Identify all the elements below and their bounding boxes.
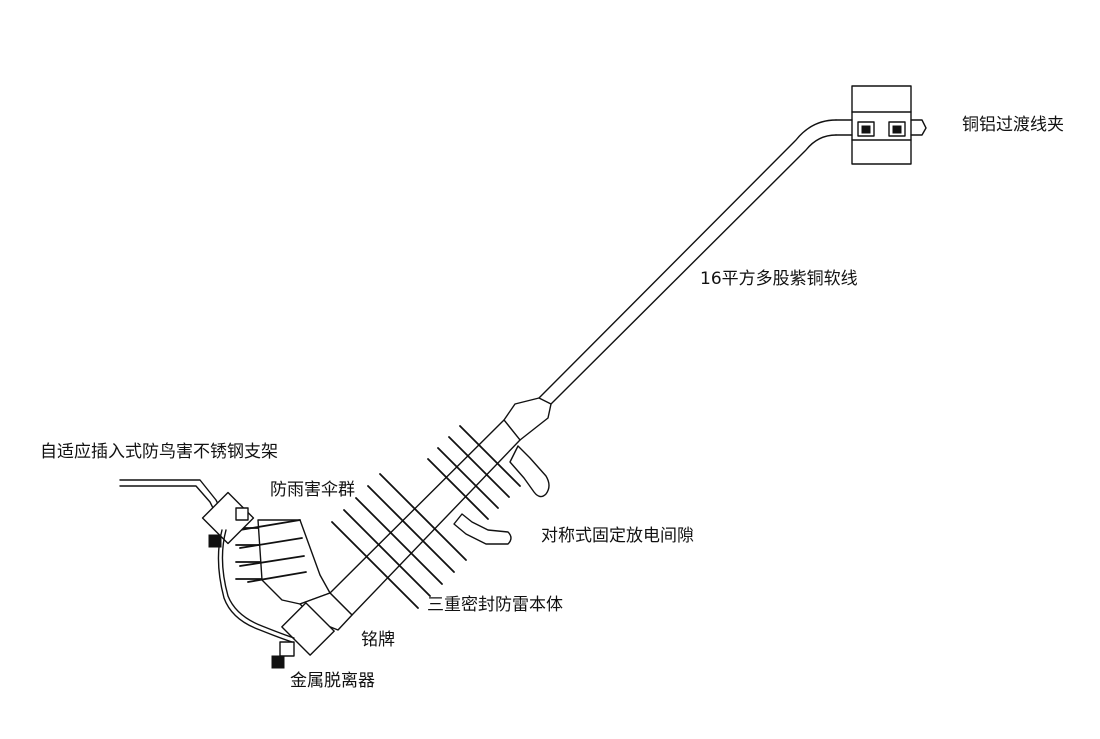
- label-discharge-gap: 对称式固定放电间隙: [541, 526, 694, 546]
- label-disconnector: 金属脱离器: [290, 671, 375, 691]
- label-bracket: 自适应插入式防鸟害不锈钢支架: [40, 442, 278, 462]
- ground-lead: [217, 529, 295, 643]
- label-copper-wire: 16平方多股紫铜软线: [700, 269, 858, 289]
- lower-sheds: [235, 519, 331, 605]
- label-arrester-body: 三重密封防雷本体: [427, 595, 563, 615]
- arrester-body: [329, 419, 521, 616]
- stainless-bracket: [119, 479, 255, 548]
- nameplate-disconnector: [271, 592, 353, 669]
- copper-wire: [538, 119, 837, 405]
- label-transition-clamp: 铜铝过渡线夹: [962, 115, 1064, 135]
- transition-clamp: [835, 85, 927, 165]
- discharge-gap: [453, 445, 550, 545]
- label-sheds: 防雨害伞群: [270, 480, 355, 500]
- label-nameplate: 铭牌: [361, 630, 395, 650]
